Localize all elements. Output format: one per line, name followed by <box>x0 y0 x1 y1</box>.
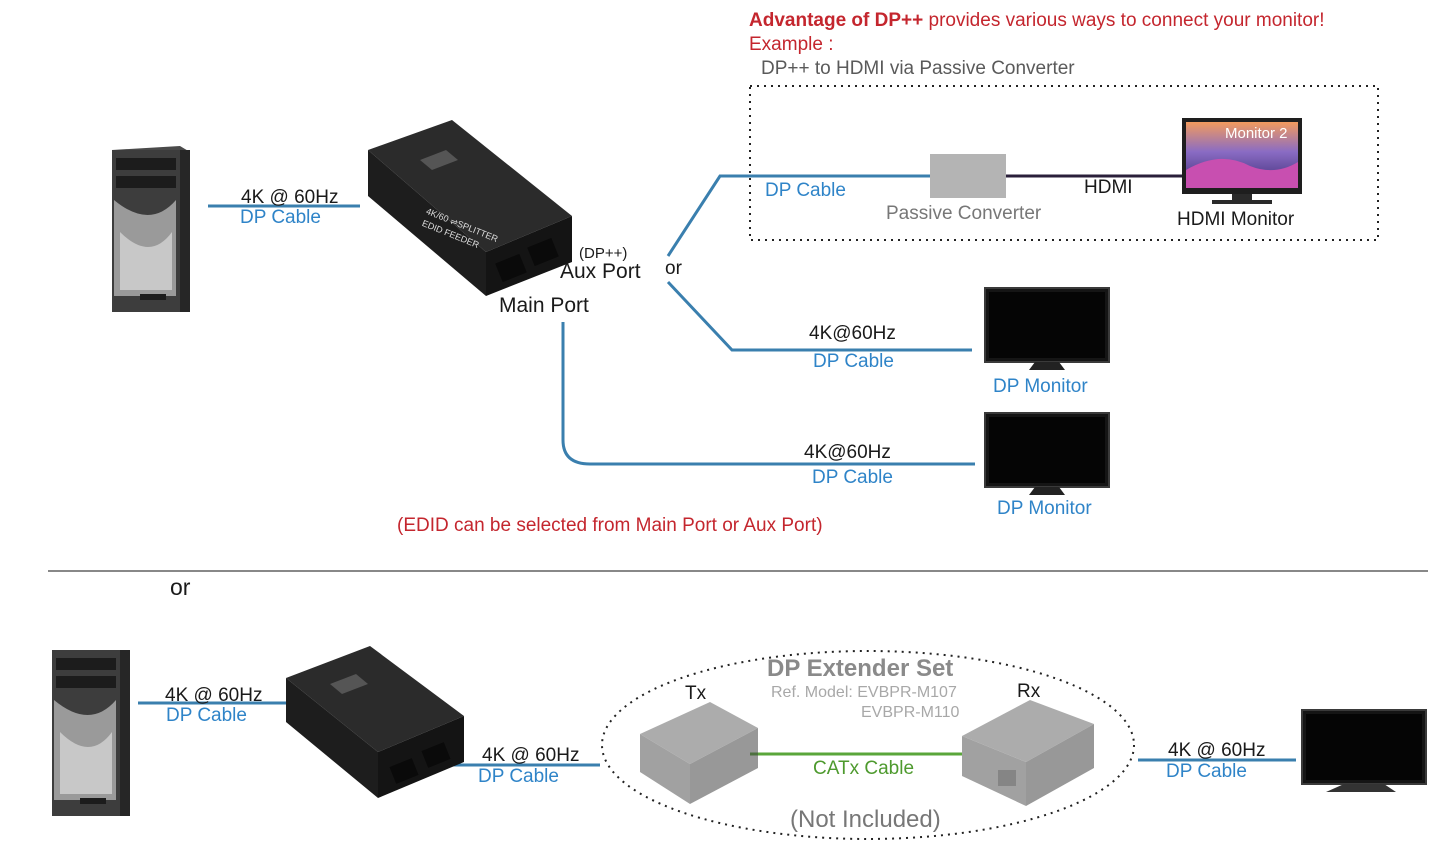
advantage-title-rest: provides various ways to connect your mo… <box>923 10 1325 31</box>
main-dp-speed: 4K@60Hz <box>804 442 891 463</box>
main-dp-monitor-label: DP Monitor <box>997 498 1092 519</box>
bottom-pc-cable-speed: 4K @ 60Hz <box>165 685 263 706</box>
rx-label: Rx <box>1017 681 1041 702</box>
dp-pp-label: (DP++) <box>579 245 628 262</box>
divider-or-label: or <box>170 574 191 600</box>
pc-tower-icon <box>52 650 130 816</box>
pc-tower-icon <box>112 146 190 312</box>
dp-monitor-icon <box>984 412 1110 495</box>
extender-set-outline <box>601 650 1135 840</box>
edid-feeder-device-icon <box>286 646 464 798</box>
edid-feeder-device-icon <box>368 120 572 296</box>
extender-ref-model: Ref. Model: EVBPR-M107 <box>771 684 957 701</box>
aux-dp-monitor-label: DP Monitor <box>993 376 1088 397</box>
example-subtitle: DP++ to HDMI via Passive Converter <box>761 58 1075 79</box>
hdmi-branch-cable-label: DP Cable <box>765 180 846 201</box>
passive-converter-label: Passive Converter <box>886 203 1042 224</box>
main-port-label: Main Port <box>499 294 589 317</box>
or-label: or <box>665 258 682 279</box>
advantage-title-bold: Advantage of DP++ <box>749 10 924 31</box>
hdmi-monitor-label: HDMI Monitor <box>1177 209 1295 230</box>
advantage-heading: Advantage of DP++ provides various ways … <box>749 11 1325 30</box>
tx-label: Tx <box>685 683 707 704</box>
bottom-pc-cable-label: DP Cable <box>166 705 247 726</box>
extender-ref-model-2: EVBPR-M110 <box>861 704 960 721</box>
aux-dp-speed: 4K@60Hz <box>809 323 896 344</box>
bottom-feeder-cable-label: DP Cable <box>478 766 559 787</box>
main-to-dp-monitor-cable <box>561 322 975 466</box>
aux-dp-cable-label: DP Cable <box>813 351 894 372</box>
aux-to-dp-monitor-cable <box>666 280 972 352</box>
pc-cable-label: DP Cable <box>240 207 321 228</box>
hdmi-cable-label: HDMI <box>1084 177 1133 198</box>
edid-note: (EDID can be selected from Main Port or … <box>397 515 823 536</box>
example-label: Example : <box>749 34 834 55</box>
rx-extender-icon <box>962 700 1094 806</box>
bottom-monitor-cable-speed: 4K @ 60Hz <box>1168 740 1266 761</box>
dp-monitor-icon <box>1301 709 1427 792</box>
aux-to-converter-cable <box>666 174 930 257</box>
bottom-feeder-cable-speed: 4K @ 60Hz <box>482 745 580 766</box>
tx-extender-icon <box>640 702 758 804</box>
catx-cable-label: CATx Cable <box>813 758 915 779</box>
main-dp-cable-label: DP Cable <box>812 467 893 488</box>
aux-port-label: Aux Port <box>560 260 641 283</box>
not-included-label: (Not Included) <box>790 806 941 833</box>
bottom-monitor-cable-label: DP Cable <box>1166 761 1247 782</box>
monitor-screen-text: Monitor 2 <box>1225 125 1288 142</box>
passive-converter-icon <box>930 154 1006 198</box>
pc-cable-speed: 4K @ 60Hz <box>241 187 339 208</box>
dp-monitor-icon <box>984 287 1110 370</box>
extender-set-title: DP Extender Set <box>767 655 954 682</box>
hdmi-monitor-icon <box>1182 118 1302 204</box>
